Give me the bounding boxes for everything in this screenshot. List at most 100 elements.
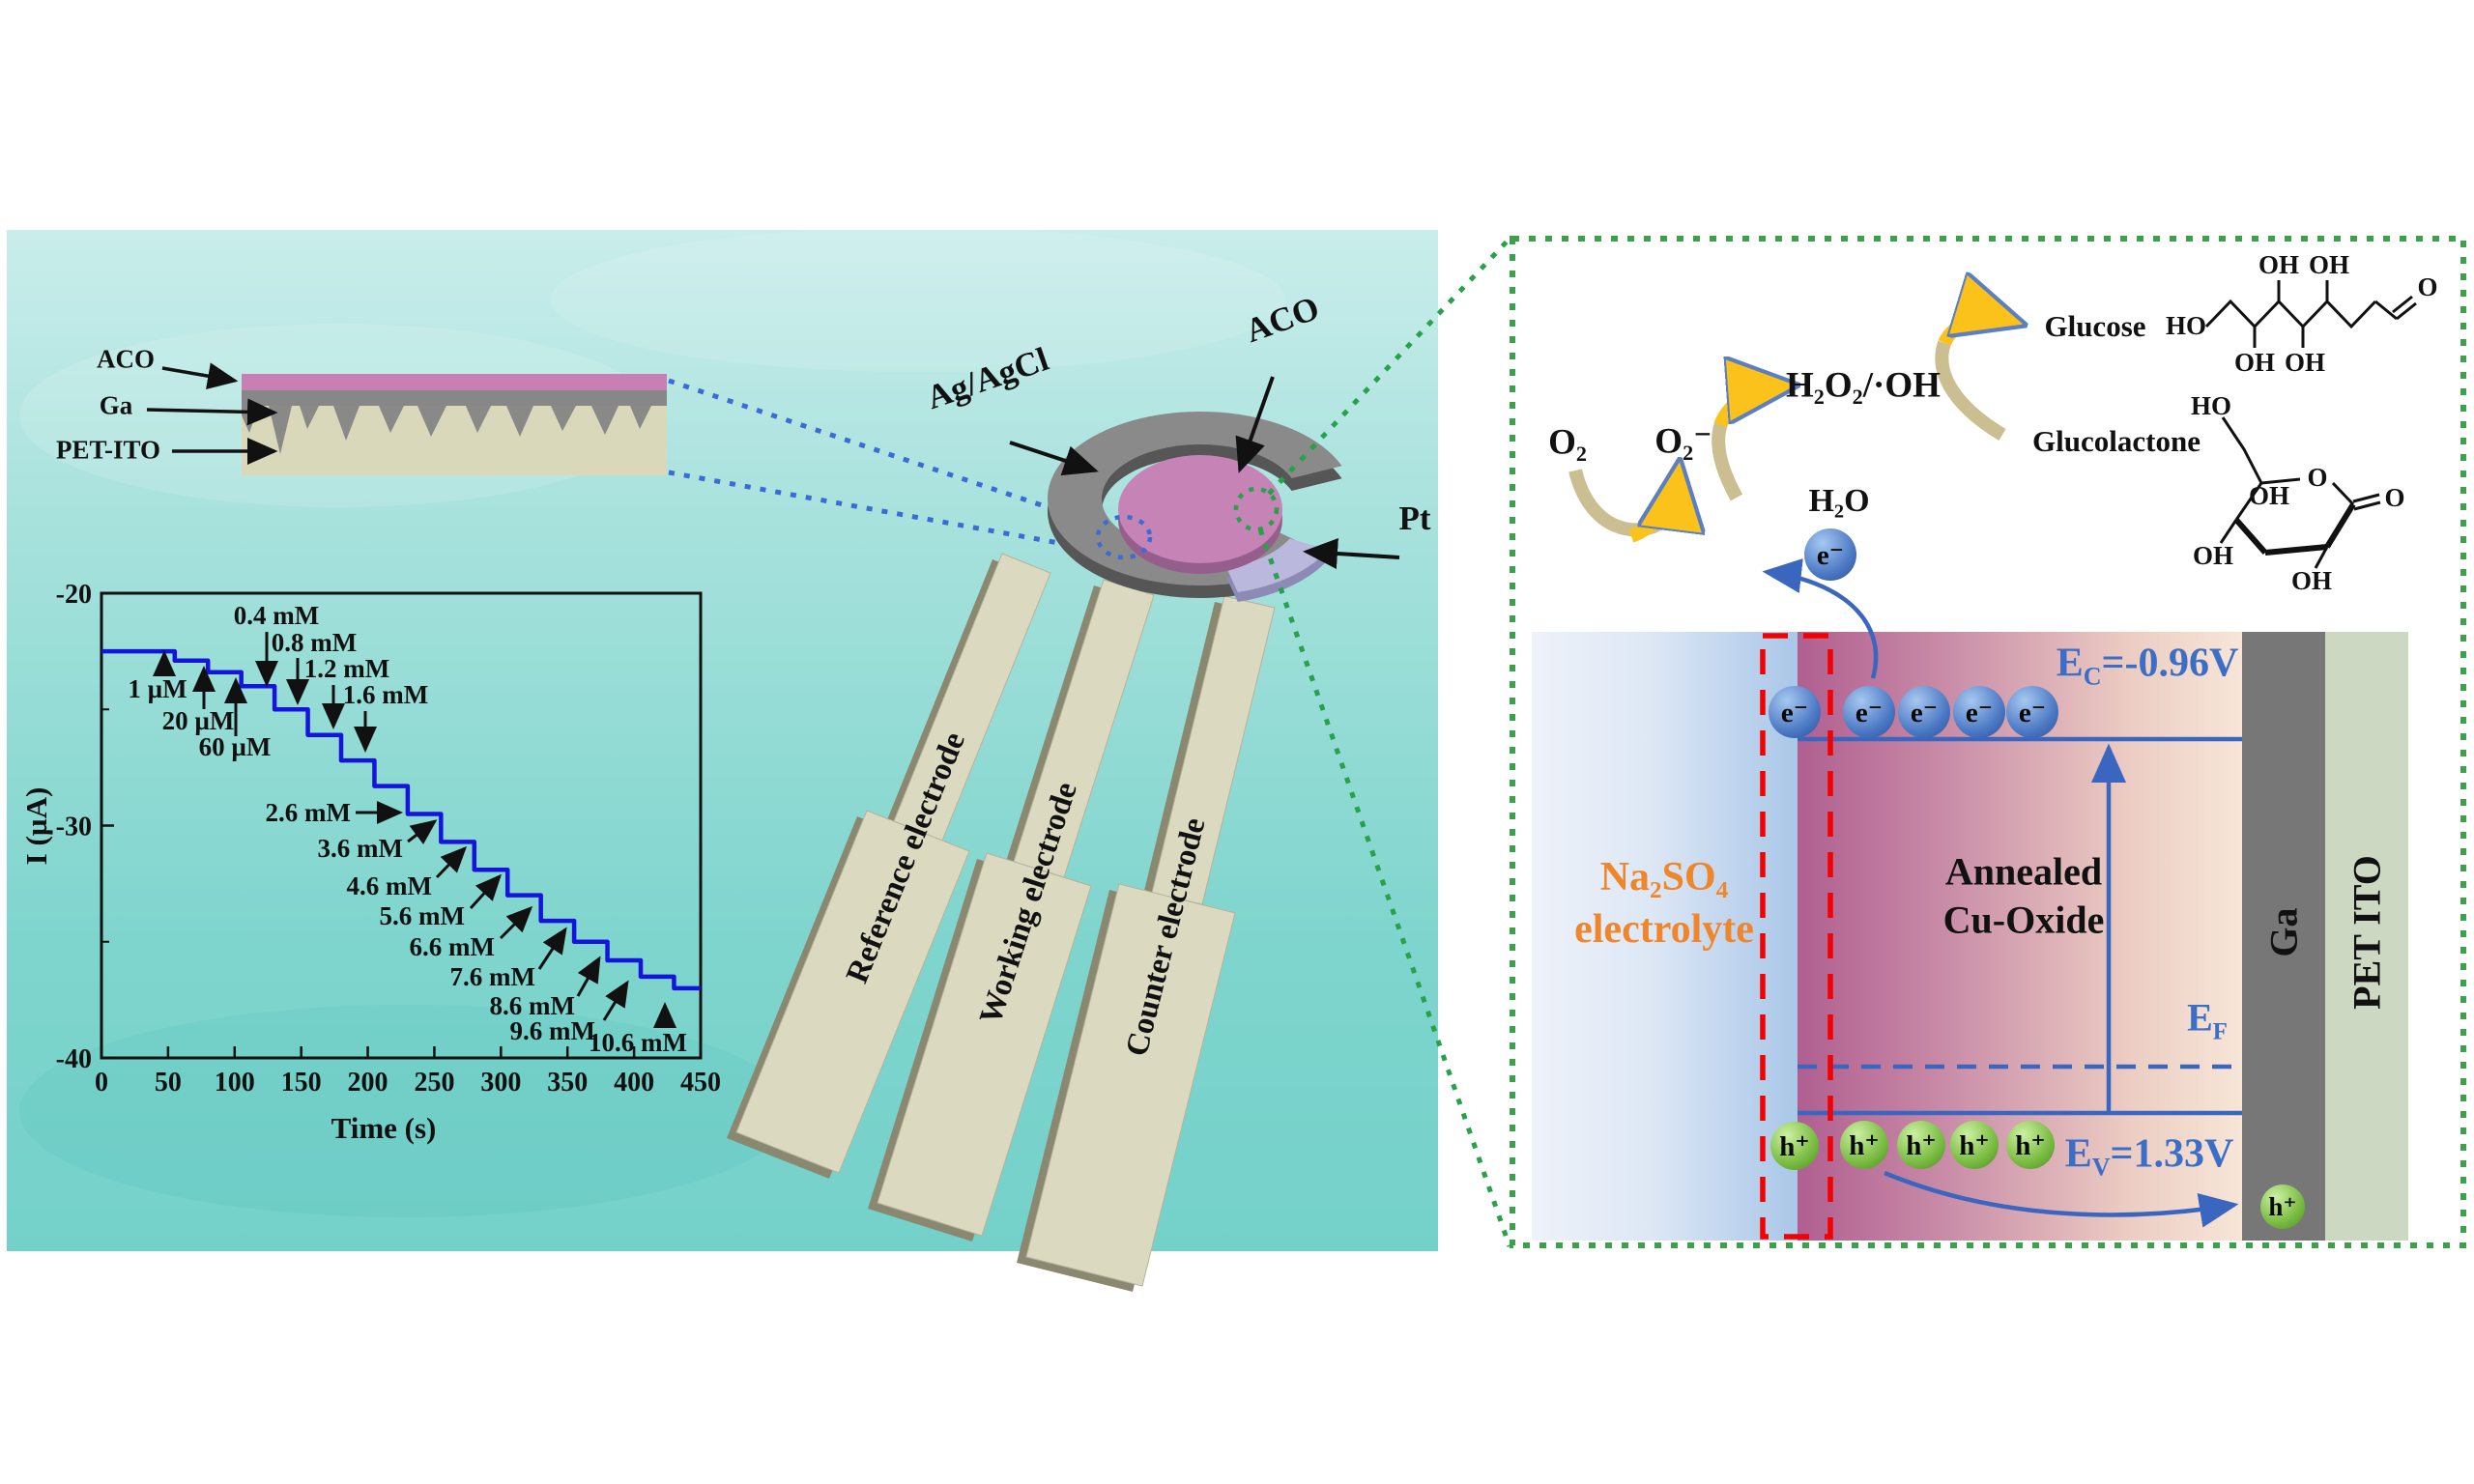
glucolactone-arrow-tan [1935,340,2006,442]
glucolactone-ho-label: HO [2191,391,2231,420]
conduction-band-label: EC=-0.96V [2056,641,2239,691]
collected-hole: h⁺ [2260,1184,2305,1229]
petito-block [2325,632,2408,1241]
pt-label: Pt [1398,499,1431,537]
ga-layer-arrow [146,398,278,426]
sensor-head [1047,411,1342,602]
electrolyte-label-line2: electrolyte [1574,907,1754,952]
hole: h⁺ [1840,1121,1888,1169]
glucose-oh-label: OH [2309,250,2349,279]
cu-oxide-label-line1: Annealed [1944,849,2103,894]
panel-border [1510,236,2466,1248]
electron: e⁻ [1898,686,1950,738]
glucose-oh-label: OH [2285,348,2325,377]
glucose-ho-label: HO [2166,311,2206,340]
y-tick-label: -20 [56,580,92,610]
electron: e⁻ [1843,686,1895,738]
hole: h⁺ [1950,1121,1999,1169]
blue-dotted-circle [1095,514,1153,560]
annotation-arrow [499,905,533,940]
concentration-annotation: 1.2 mM [304,654,389,683]
chart-ylabel: I (µA) [19,786,53,866]
x-tick-label: 400 [614,1068,654,1098]
h2o2-label: H₂O₂/·OH [1786,365,1941,406]
electron: e⁻ [1953,686,2005,738]
h2o-label: H₂O [1808,483,1870,519]
x-tick-label: 300 [480,1068,521,1098]
chart-xlabel: Time (s) [331,1111,437,1145]
inset-aco-label: ACO [97,344,155,374]
layer-stack-inset [242,374,667,475]
electrolyte-block [1532,632,1798,1241]
green-connector-top [1267,237,1511,496]
concentration-annotation: 7.6 mM [450,962,535,991]
ga-column-label: Ga [2261,907,2306,957]
hole: h⁺ [1897,1121,1945,1169]
concentration-annotation: 8.6 mM [490,991,575,1020]
electron: e⁻ [2006,686,2058,738]
concentration-annotation: 9.6 mM [510,1016,595,1045]
valence-band-label: EV=1.33V [2064,1131,2234,1182]
glucolactone-label: Glucolactone [2032,424,2201,458]
glucolactone-oh-label: OH [2193,541,2233,570]
o2minus-label: O₂⁻ [1654,421,1712,462]
x-tick-label: 150 [281,1068,322,1098]
y-tick-label: -30 [56,813,92,842]
concentration-annotation: 5.6 mM [380,901,465,930]
glucose-arrow-yellow [1938,318,2008,347]
annotation-arrow [537,927,567,970]
aco-arrow [1235,376,1275,473]
glucose-structure [2204,280,2417,348]
o2-arrow-yellow [1628,477,1678,543]
hole: h⁺ [2006,1121,2055,1169]
electrode-strips [727,553,1276,1292]
glucose-label: Glucose [2044,309,2146,343]
glucolactone-ring-o-label: O [2307,463,2327,492]
annotation-arrow [576,956,601,997]
inset-petito-label: PET-ITO [55,435,161,465]
glucose-oh-label: OH [2258,250,2299,279]
green-connector-bottom [1257,528,1512,1247]
concentration-annotation: 4.6 mM [347,871,432,900]
concentration-annotation: 20 µM [162,706,235,735]
concentration-annotation: 10.6 mM [589,1028,687,1057]
concentration-annotation: 6.6 mM [410,932,495,961]
aco-disk [1118,455,1282,563]
cu-oxide-label-line2: Cu-Oxide [1942,898,2105,942]
concentration-annotation: 0.8 mM [272,628,357,657]
inset-ga-label: Ga [99,390,133,420]
concentration-annotation: 1 µM [128,674,187,703]
interface-red-dashed-box [1760,633,1833,1240]
concentration-annotation: 2.6 mM [266,798,351,827]
electrolyte-label-line1: Na₂SO₄ [1599,855,1729,899]
x-tick-label: 200 [348,1068,388,1098]
glucolactone-oh-label: OH [2291,566,2332,595]
x-tick-label: 250 [414,1068,454,1098]
solution-electron: e⁻ [1804,528,1856,581]
pt-arrow [1303,538,1400,569]
glucolactone-o-label: O [2384,483,2404,512]
x-tick-label: 50 [155,1068,182,1098]
x-tick-label: 0 [95,1068,108,1098]
agagcl-arrow [1009,441,1099,476]
concentration-annotation: 1.6 mM [343,680,428,709]
annotation-arrow [435,845,468,879]
glucolactone-oh-label: OH [2249,481,2289,510]
glucose-oh-label: OH [2234,348,2275,377]
concentration-annotation: 3.6 mM [318,834,403,863]
annotation-arrow [469,873,503,910]
ga-block [2242,632,2325,1241]
annotation-arrow [407,819,438,844]
x-tick-label: 350 [547,1068,588,1098]
glucose-o-label: O [2417,272,2437,301]
concentration-annotation: 0.4 mM [234,601,319,630]
y-tick-label: -40 [56,1044,92,1074]
petito-column-label: PET ITO [2345,855,2389,1010]
aco-layer-arrow [161,362,239,390]
x-tick-label: 450 [680,1068,721,1098]
hole: h⁺ [1770,1122,1819,1170]
annotation-arrow [602,980,629,1021]
